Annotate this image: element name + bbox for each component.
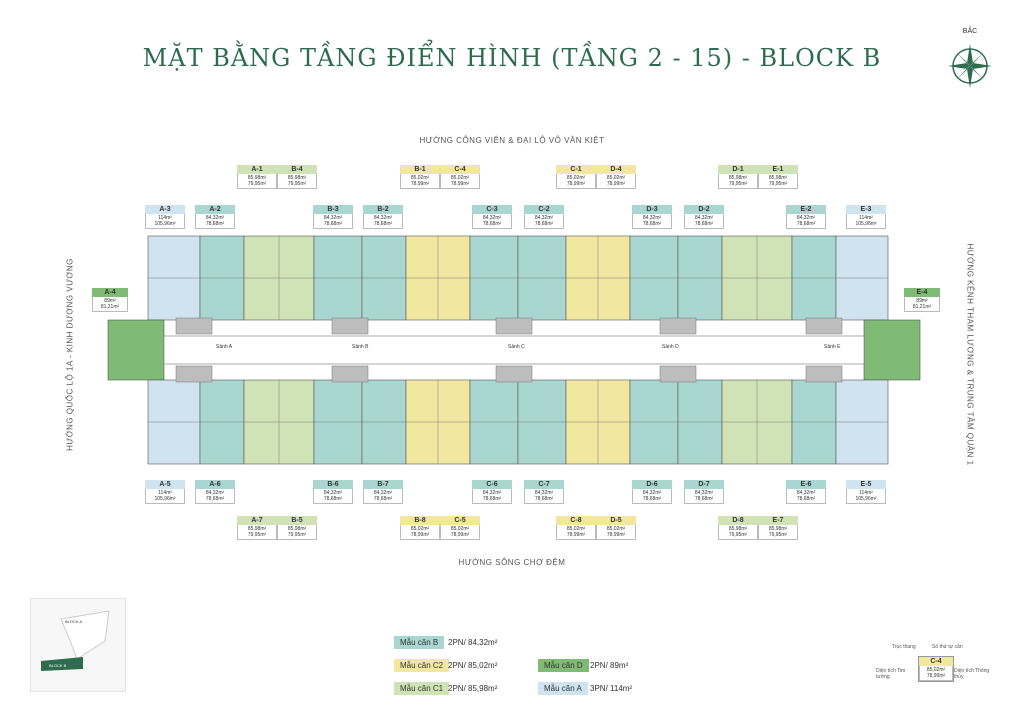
unit-a4-room — [107, 319, 165, 381]
page-title: MẶT BẰNG TẦNG ĐIỂN HÌNH (TẦNG 2 - 15) - … — [142, 44, 882, 72]
legend-c1-text: 2PN/ 85,98m² — [448, 684, 498, 693]
hall-c-label: Sảnh C — [508, 344, 525, 350]
hall-b-label: Sảnh B — [352, 344, 369, 350]
direction-bottom: HƯỚNG SÔNG CHỢ ĐỆM — [458, 558, 566, 567]
legend-c1-badge: Mẫu căn C1 — [394, 682, 450, 695]
unit-e4-room — [863, 319, 921, 381]
hall-e-label: Sảnh E — [824, 344, 841, 350]
site-key-map: BLOCK A BLOCK B — [30, 598, 126, 692]
hall-d-label: Sảnh D — [662, 344, 679, 350]
legend-a-text: 3PN/ 114m² — [590, 684, 633, 693]
keymap-block-a: BLOCK A — [65, 619, 83, 624]
direction-left: HƯỚNG QUỐC LỘ 1A - KINH DƯƠNG VƯƠNG — [65, 258, 75, 451]
keymap-block-b: BLOCK B — [49, 663, 67, 668]
north-compass-icon — [940, 26, 1000, 96]
legend-d-badge: Mẫu căn D — [538, 659, 589, 672]
sample-left-note: Diện tích Tim tường — [876, 668, 906, 680]
direction-right: HƯỚNG KÊNH THAM LƯƠNG & TRUNG TÂM QUẬN 1 — [965, 243, 975, 466]
hall-a-label: Sảnh A — [216, 344, 233, 350]
legend-c2-text: 2PN/ 85,02m² — [448, 661, 498, 670]
sample-right-note: Diện tích Thông thủy — [954, 668, 990, 680]
legend-b-badge: Mẫu căn B — [394, 636, 445, 649]
direction-top: HƯỚNG CÔNG VIÊN & ĐẠI LỘ VÕ VĂN KIỆT — [419, 136, 605, 145]
legend-c2-badge: Mẫu căn C2 — [394, 659, 450, 672]
legend-b-text: 2PN/ 84,32m² — [448, 638, 498, 647]
compass-label: BẮC — [962, 28, 978, 35]
floor-plan: Sảnh A Sảnh B Sảnh C Sảnh D Sảnh E — [104, 232, 924, 468]
sample-order-label: Số thứ tự căn — [932, 644, 963, 650]
legend-a-badge: Mẫu căn A — [538, 682, 588, 695]
sample-axis-label: Trục thang — [892, 644, 916, 650]
legend-d-text: 2PN/ 89m² — [590, 661, 629, 670]
